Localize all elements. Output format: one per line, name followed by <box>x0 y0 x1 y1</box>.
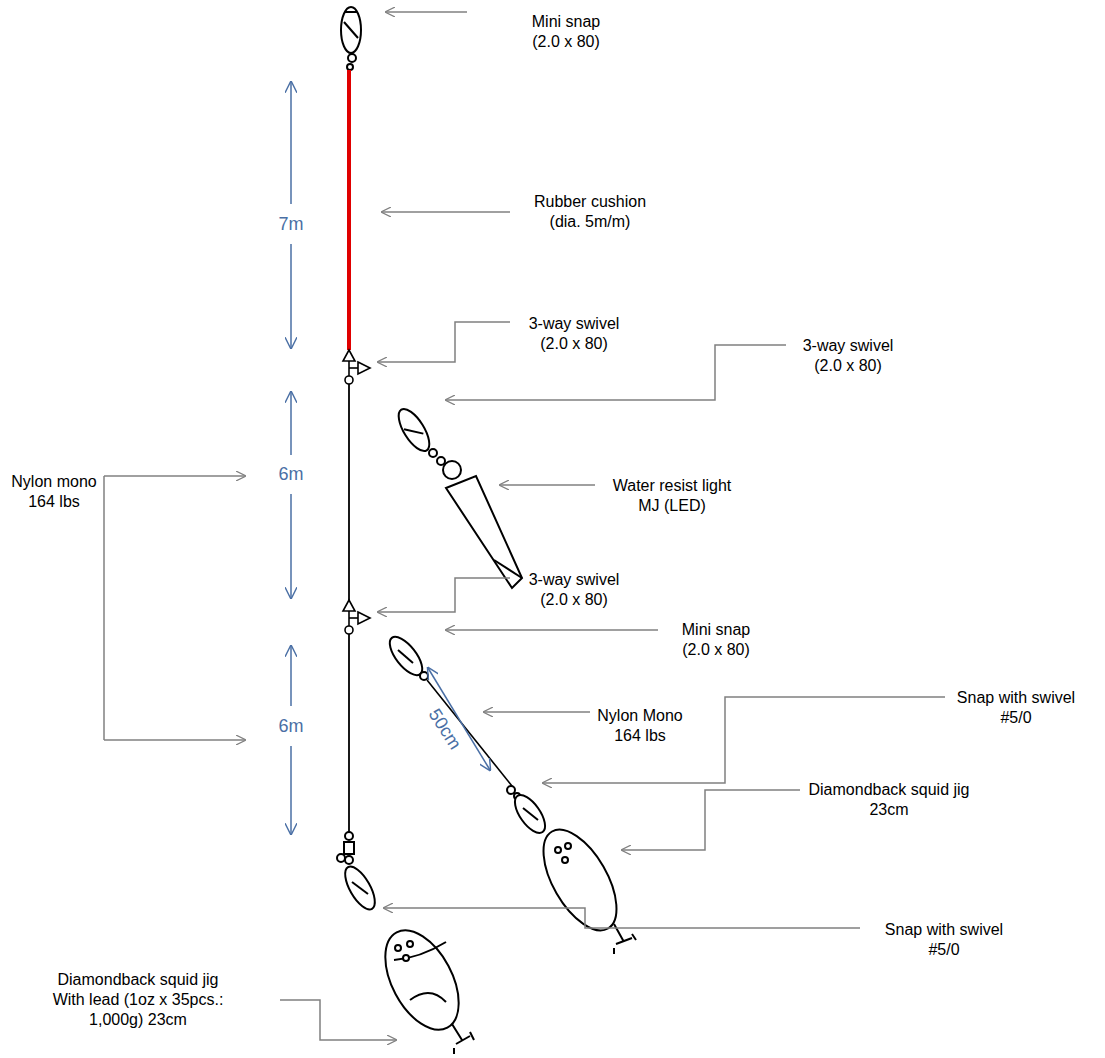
drawing-stroke <box>446 629 658 631</box>
light-snap <box>393 404 445 465</box>
part-label: Snap with swivel #5/0 <box>877 920 1012 960</box>
drawing-stroke <box>429 449 437 457</box>
drawing-stroke <box>509 790 551 838</box>
dimension-label: 6m <box>276 716 305 736</box>
part-label: Diamondback squid jig 23cm <box>799 780 979 820</box>
part-label: Mini snap (2.0 x 80) <box>669 620 764 660</box>
drawing-stroke <box>358 612 370 624</box>
drawing-stroke <box>562 857 568 863</box>
drawing-stroke <box>565 843 571 849</box>
drawing-stroke <box>352 882 368 894</box>
drawing-stroke <box>345 376 353 384</box>
drawing-stroke <box>348 54 356 62</box>
drawing-stroke <box>104 739 245 741</box>
drawing-stroke <box>437 457 445 465</box>
drawing-stroke <box>345 626 353 634</box>
drawing-stroke <box>394 942 446 960</box>
drawing-stroke <box>452 1024 474 1054</box>
nylon-mono-line <box>348 384 350 600</box>
drawing-stroke <box>280 1000 396 1040</box>
part-label: 3-way swivel (2.0 x 80) <box>793 336 903 376</box>
drawing-stroke <box>345 11 357 13</box>
part-label: Nylon Mono 164 lbs <box>590 706 690 746</box>
drawing-stroke <box>343 600 355 611</box>
drawing-stroke <box>407 941 413 947</box>
drawing-stroke <box>290 82 292 204</box>
drawing-stroke <box>103 476 105 740</box>
mini-snap <box>384 632 428 681</box>
drawing-stroke <box>349 367 358 369</box>
drawing-stroke <box>290 392 292 455</box>
snap-with-swivel <box>507 786 551 838</box>
drawing-stroke <box>446 345 786 400</box>
drawing-stroke <box>378 578 510 612</box>
three-way-swivel <box>343 600 370 634</box>
drawing-stroke <box>358 362 370 374</box>
drawing-stroke <box>543 697 945 783</box>
drawing-stroke <box>386 11 467 13</box>
drawing-stroke <box>410 993 446 1002</box>
drawing-stroke <box>344 22 358 38</box>
dimension-label: 7m <box>276 214 305 234</box>
drawing-stroke <box>398 650 413 663</box>
drawing-stroke <box>384 632 428 681</box>
part-label: Water resist light MJ (LED) <box>602 476 742 516</box>
drawing-stroke <box>404 422 423 441</box>
drawing-stroke <box>555 847 561 853</box>
part-label: Diamondback squid jig With lead (1oz x 3… <box>48 970 228 1030</box>
drawing-stroke <box>384 908 860 928</box>
drawing-stroke <box>290 244 292 348</box>
drawing-stroke <box>378 322 510 362</box>
drawing-stroke <box>420 672 428 680</box>
dimension-label: 50cm <box>424 703 467 754</box>
drawing-stroke <box>337 854 345 862</box>
drawing-stroke <box>290 646 292 706</box>
snap-with-swivel <box>337 832 381 914</box>
part-label: Rubber cushion (dia. 5m/m) <box>528 192 653 232</box>
drawing-stroke <box>484 711 590 713</box>
dimension-label: 6m <box>276 464 305 484</box>
three-way-swivel <box>343 350 370 384</box>
part-label: 3-way swivel (2.0 x 80) <box>519 314 629 354</box>
drawing-stroke <box>507 786 515 794</box>
drawing-stroke <box>403 955 409 961</box>
drawing-stroke <box>370 918 474 1042</box>
rubber-cushion <box>347 70 351 350</box>
drawing-stroke <box>395 945 401 951</box>
mini-snap <box>341 7 361 70</box>
drawing-stroke <box>345 832 353 840</box>
drawing-stroke <box>494 560 522 578</box>
drawing-stroke <box>500 484 595 486</box>
drawing-stroke <box>443 461 461 479</box>
part-label: Nylon mono 164 lbs <box>4 472 104 512</box>
drawing-stroke <box>343 350 355 361</box>
drawing-stroke <box>393 404 435 455</box>
drawing-stroke <box>622 790 800 850</box>
water-resist-light <box>443 461 522 588</box>
part-label: Snap with swivel #5/0 <box>949 688 1084 728</box>
nylon-mono-line <box>348 634 350 832</box>
drawing-stroke <box>382 211 510 213</box>
drawing-stroke <box>529 818 632 942</box>
drawing-stroke <box>347 64 353 70</box>
part-label: 3-way swivel (2.0 x 80) <box>519 570 629 610</box>
drawing-stroke <box>339 862 380 914</box>
dimension-arrows <box>291 82 490 834</box>
drawing-stroke <box>104 475 245 477</box>
part-label: Mini snap (2.0 x 80) <box>519 12 614 52</box>
leader-lines <box>104 12 945 1040</box>
drawing-stroke <box>344 842 354 854</box>
drawing-stroke <box>446 476 522 588</box>
squid-jig-with-lead <box>370 918 474 1054</box>
drawing-stroke <box>341 7 361 53</box>
drawing-stroke <box>290 746 292 834</box>
drawing-stroke <box>290 494 292 598</box>
drawing-stroke <box>345 856 353 864</box>
drawing-stroke <box>523 808 538 820</box>
drawing-stroke <box>349 617 358 619</box>
squid-jig <box>529 818 636 954</box>
